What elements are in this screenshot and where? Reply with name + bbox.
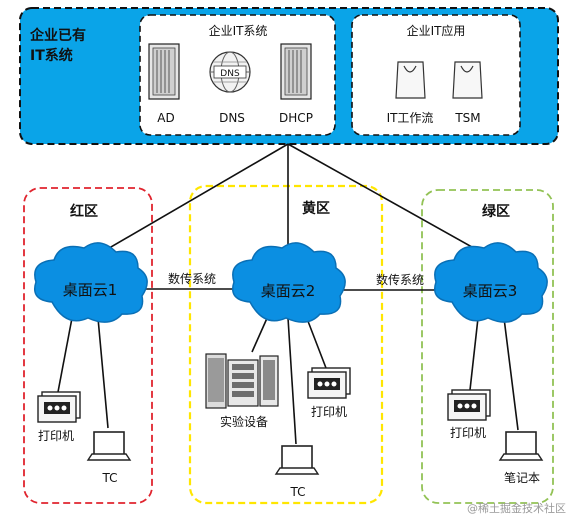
yellow-tc-label: TC <box>289 485 305 499</box>
dns-badge: DNS <box>220 69 240 79</box>
green-laptop-label: 笔记本 <box>504 470 540 485</box>
it-apps-title: 企业IT应用 <box>407 23 466 38</box>
server-label-dns: DNS <box>219 111 245 125</box>
green-zone <box>421 189 554 504</box>
red-printer-label: 打印机 <box>38 429 74 443</box>
panel-title-line2: IT系统 <box>30 47 73 64</box>
shopping-bag-icon <box>395 61 426 99</box>
cloud-icon <box>434 242 548 323</box>
link-cloud1-printer <box>57 317 73 393</box>
link-top-green <box>287 143 489 257</box>
panel-title-line1: 企业已有 <box>29 27 86 44</box>
link-label-right: 数传系统 <box>376 272 424 287</box>
red-zone <box>23 187 153 504</box>
link-cloud3-printer <box>469 317 479 391</box>
app-label-itflow: IT工作流 <box>387 111 434 125</box>
link-cloud2-tc <box>287 317 297 445</box>
server-icon <box>148 43 180 100</box>
server-icon <box>280 43 312 100</box>
printer-icon <box>37 391 81 423</box>
server-label-ad: AD <box>157 111 174 125</box>
cloud-label-1: 桌面云1 <box>63 281 118 299</box>
printer-icon <box>307 367 351 399</box>
cloud-label-3: 桌面云3 <box>463 282 518 300</box>
red-zone-title: 红区 <box>70 203 98 220</box>
cloud-icon <box>34 242 148 323</box>
it-systems-title: 企业IT系统 <box>209 23 268 38</box>
link-label-left: 数传系统 <box>168 271 216 286</box>
laptop-icon <box>274 445 320 475</box>
cloud-label-2: 桌面云2 <box>261 282 316 300</box>
shopping-bag-icon <box>452 61 483 99</box>
yellow-zone-title: 黄区 <box>302 200 330 217</box>
link-cloud2-printer <box>305 315 327 369</box>
yellow-printer-label: 打印机 <box>311 405 347 419</box>
yellow-zone <box>188 184 384 505</box>
yellow-lab-label: 实验设备 <box>220 414 268 429</box>
laptop-icon <box>86 431 132 461</box>
app-label-tsm: TSM <box>454 111 480 125</box>
link-top-red <box>91 143 289 259</box>
green-zone-title: 绿区 <box>482 203 510 220</box>
printer-icon <box>447 389 491 421</box>
it-apps-box <box>351 14 521 136</box>
watermark: @稀土掘金技术社区 <box>467 501 566 515</box>
link-cloud2-lab <box>251 315 269 353</box>
globe-dns-icon: DNS <box>209 51 251 93</box>
server-label-dhcp: DHCP <box>279 111 313 125</box>
laptop-icon <box>498 431 544 461</box>
cloud-icon <box>232 242 346 323</box>
red-tc-label: TC <box>101 471 117 485</box>
link-cloud3-laptop <box>503 317 519 431</box>
green-printer-label: 打印机 <box>450 426 486 440</box>
lab-equipment-icon <box>205 353 279 409</box>
link-cloud1-tc <box>97 317 109 429</box>
